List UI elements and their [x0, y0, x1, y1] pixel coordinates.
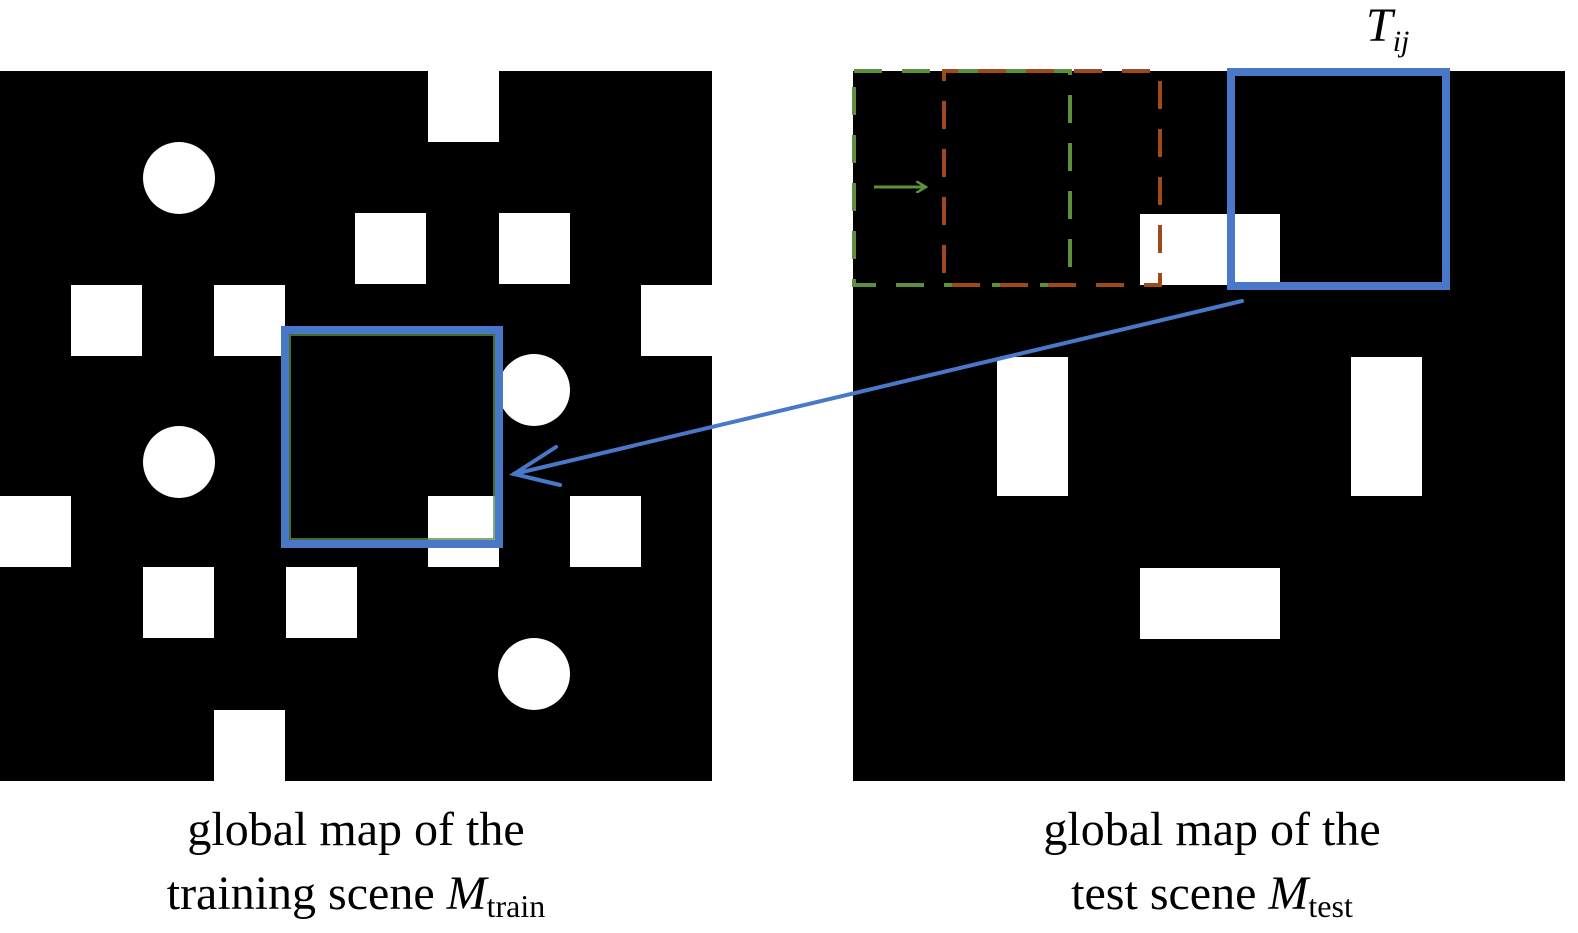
obstacle-rect	[1140, 214, 1280, 285]
training-scene-map	[0, 71, 712, 781]
test-scene-caption: global map of the test scene Mtest	[912, 798, 1512, 926]
training-scene-caption: global map of the training scene Mtrain	[56, 798, 656, 926]
test-obstacles	[997, 214, 1422, 639]
obstacle-rect	[1351, 357, 1422, 496]
query-window-tij	[1227, 68, 1450, 290]
obstacle-square	[143, 567, 214, 638]
training-caption-prefix: training scene	[166, 867, 447, 920]
test-caption-symbol: M	[1268, 867, 1309, 920]
obstacle-square	[641, 285, 712, 356]
test-caption-line1: global map of the	[1043, 803, 1381, 856]
window-label-tij: Tij	[1366, 0, 1410, 58]
obstacle-square	[355, 213, 426, 284]
obstacle-square	[428, 496, 499, 567]
window-label-subscript: ij	[1392, 25, 1410, 58]
obstacle-rect	[1140, 568, 1280, 639]
test-caption-line2: test scene Mtest	[912, 862, 1512, 926]
training-caption-line2: training scene Mtrain	[56, 862, 656, 926]
obstacle-square	[286, 567, 357, 638]
test-scene-map	[852, 68, 1565, 781]
test-caption-prefix: test scene	[1071, 867, 1269, 920]
matched-window-inner-outline	[289, 334, 495, 540]
test-caption-subscript: test	[1308, 888, 1353, 924]
sliding-window-next	[942, 69, 1162, 287]
test-map-background	[853, 71, 1565, 781]
training-obstacles	[0, 71, 712, 781]
correspondence-arrow	[508, 299, 1244, 487]
matched-window	[281, 326, 503, 548]
training-map-background	[0, 71, 712, 781]
arrow-shaft	[512, 299, 1244, 476]
arrow-head	[508, 445, 562, 487]
obstacle-square	[214, 285, 285, 356]
obstacle-square	[428, 71, 499, 142]
obstacle-circle	[498, 638, 570, 710]
obstacle-square	[499, 213, 570, 284]
obstacle-circle	[143, 426, 215, 498]
training-caption-subscript: train	[486, 888, 546, 924]
window-label-symbol: T	[1366, 0, 1393, 52]
obstacle-rect	[997, 357, 1068, 496]
obstacle-square	[570, 496, 641, 567]
training-caption-line1: global map of the	[187, 803, 525, 856]
obstacle-square	[71, 285, 142, 356]
training-caption-symbol: M	[446, 867, 487, 920]
obstacle-circle	[498, 354, 570, 426]
obstacle-circle	[143, 142, 215, 214]
obstacle-square	[0, 496, 71, 567]
obstacle-square	[214, 710, 285, 781]
